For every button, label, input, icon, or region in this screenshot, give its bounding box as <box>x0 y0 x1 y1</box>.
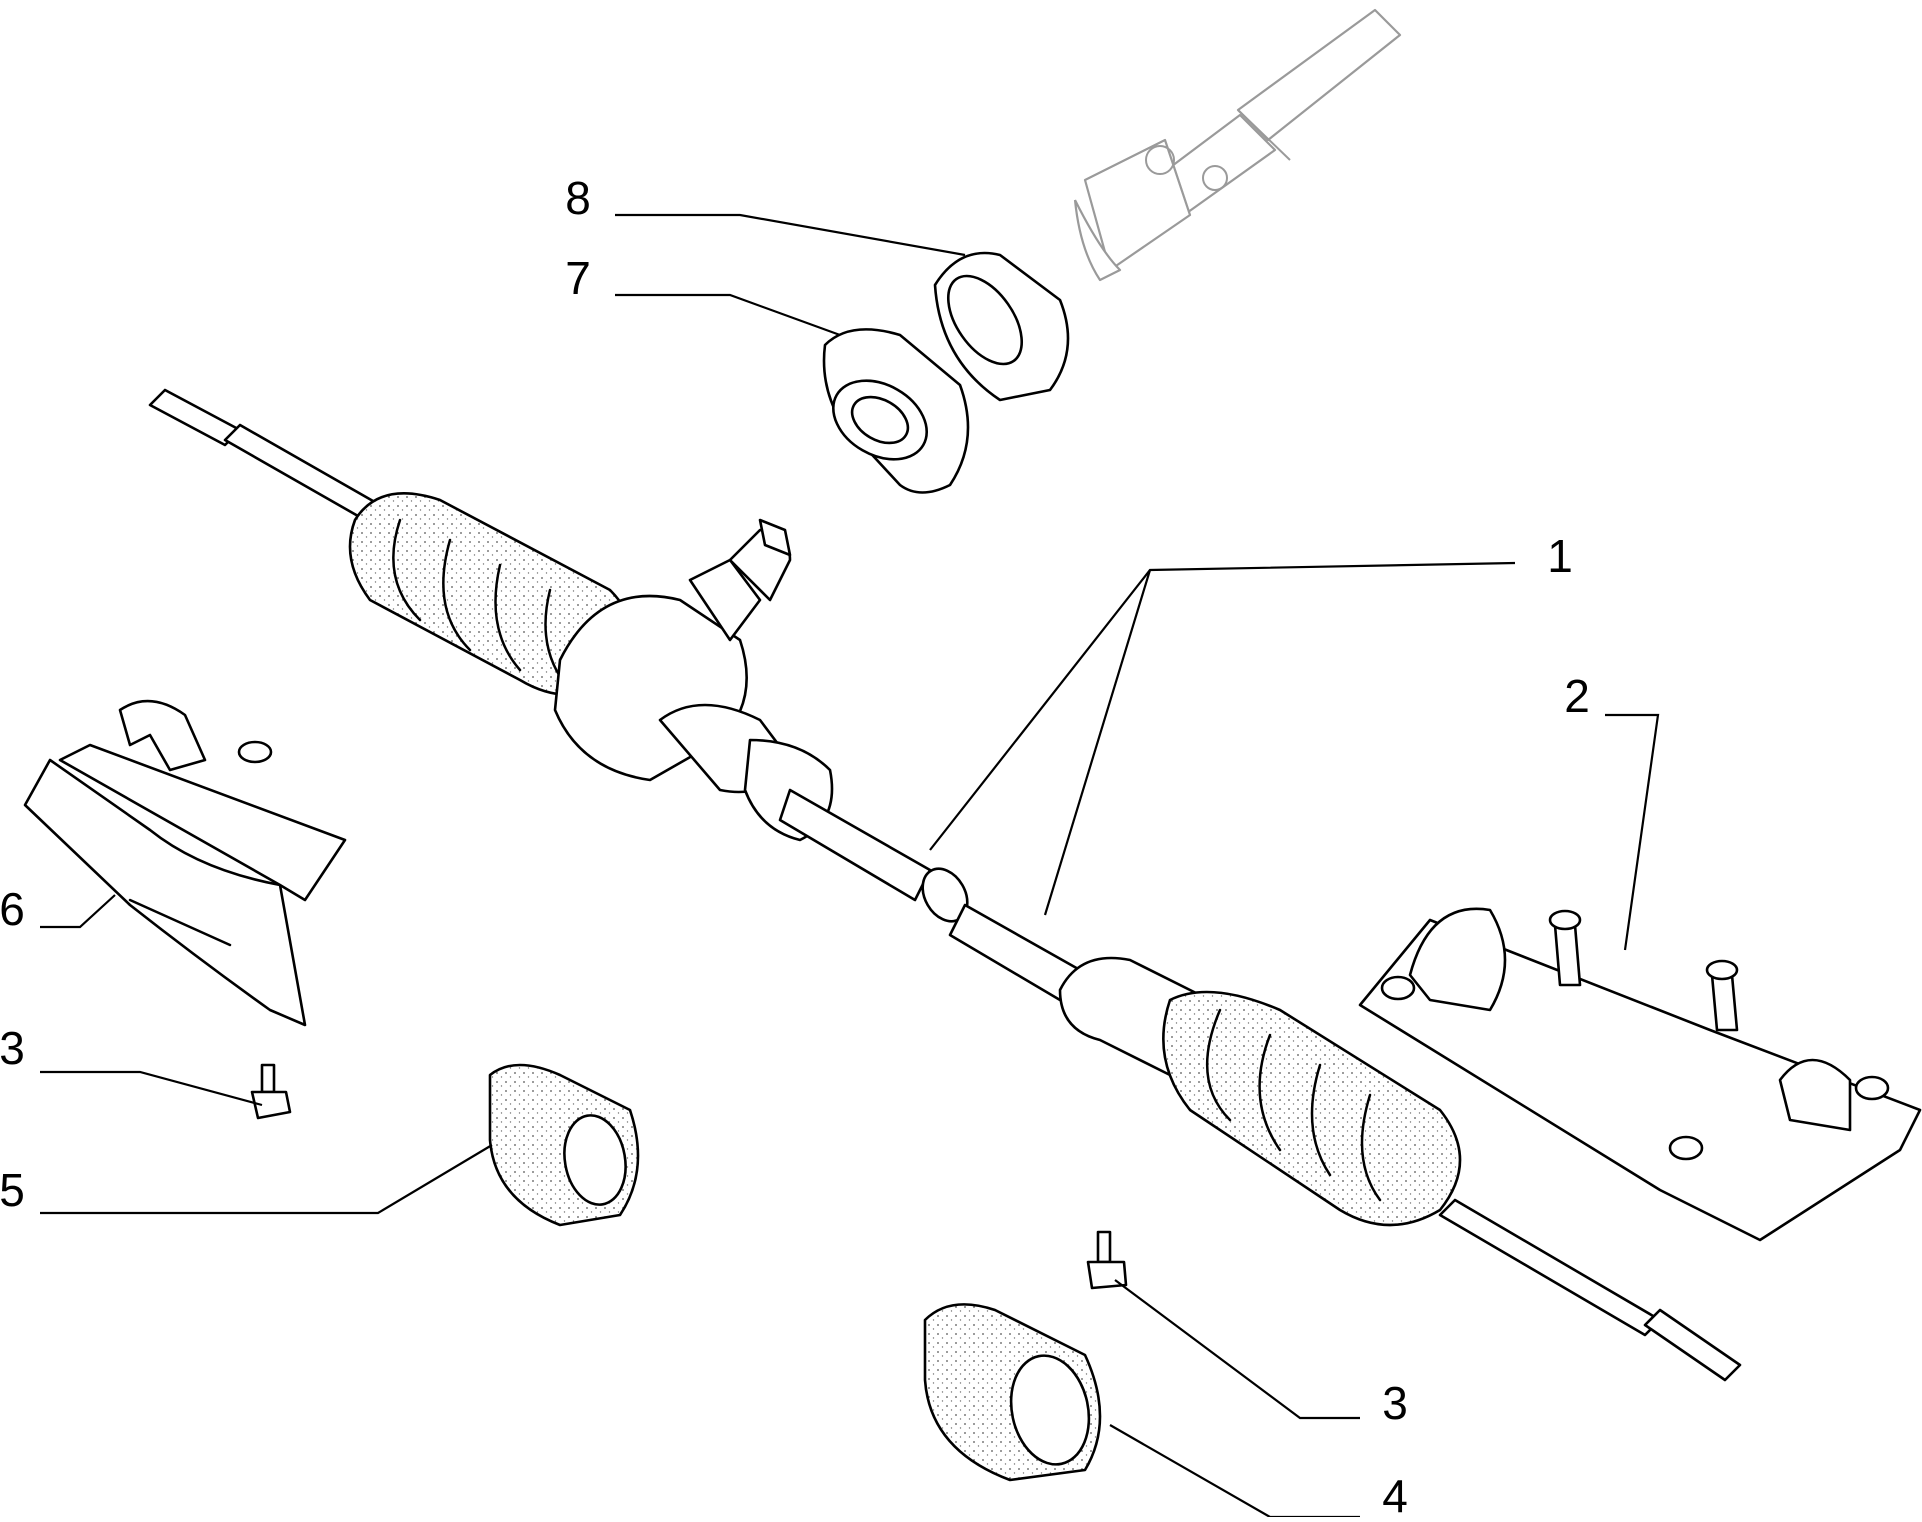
callout-6: 6 <box>0 883 25 935</box>
flanged-bush-part-7 <box>822 328 970 494</box>
mounting-cover-part-2 <box>1358 907 1922 1242</box>
bolt-part-3-left <box>250 1063 292 1120</box>
callout-7: 7 <box>565 252 591 304</box>
callout-2: 2 <box>1564 670 1590 722</box>
callout-1: 1 <box>1547 530 1573 582</box>
steering-column-ghost <box>1073 8 1402 282</box>
callout-5: 5 <box>0 1164 25 1216</box>
leader-lines <box>40 213 1660 1519</box>
seal-ring-part-8 <box>933 251 1070 402</box>
callout-3-right: 3 <box>1382 1377 1408 1429</box>
rubber-bush-part-4 <box>923 1303 1102 1482</box>
callout-8: 8 <box>565 172 591 224</box>
callout-4: 4 <box>1382 1470 1408 1517</box>
bolt-part-3-right <box>1086 1230 1128 1290</box>
rubber-bush-part-5 <box>488 1063 640 1227</box>
steering-rack-assembly <box>148 388 1742 1382</box>
bracket-part-6 <box>23 699 347 1027</box>
callout-3-left: 3 <box>0 1022 25 1074</box>
